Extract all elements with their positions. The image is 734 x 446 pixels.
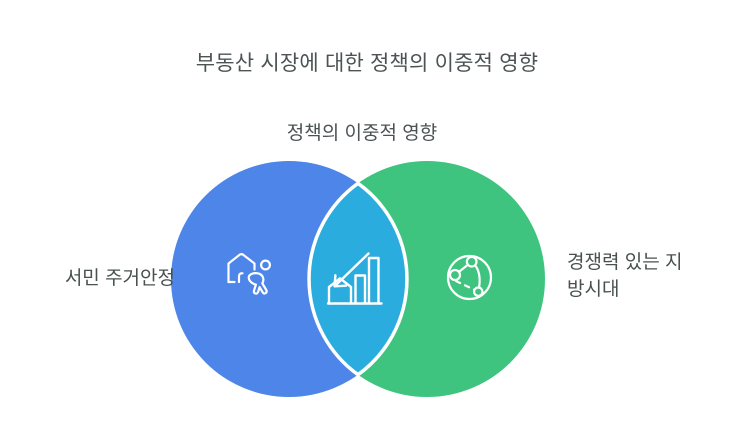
- network-node-top: [465, 255, 478, 268]
- person-body: [247, 272, 268, 295]
- left-set-label: 서민 주거안정: [64, 268, 175, 289]
- decline-arrow-shaft: [333, 252, 370, 288]
- globe-network-icon: [446, 254, 493, 301]
- decline-arrow-head: [333, 274, 348, 288]
- diagram-subtitle: 정책의 이중적 영향: [286, 123, 438, 144]
- house-outline: [227, 253, 256, 284]
- house-door-curve: [237, 272, 244, 284]
- chart-house: [327, 277, 353, 305]
- declining-housing-chart-icon: [326, 252, 383, 305]
- person-head: [259, 259, 271, 271]
- chart-bar-medium: [354, 274, 367, 305]
- network-node-bottom: [472, 286, 484, 297]
- right-set-label-line-2: 방시대: [567, 279, 620, 300]
- network-node-left: [448, 268, 462, 282]
- right-set-label: 경쟁력 있는 지 방시대: [567, 249, 733, 303]
- overlap-lens: [307, 181, 409, 377]
- right-set-label-line-1: 경쟁력 있는 지: [567, 252, 683, 273]
- page-title: 부동산 시장에 대한 정책의 이중적 영향: [195, 52, 539, 75]
- home-person-icon: [227, 253, 271, 295]
- globe-outline: [446, 254, 493, 301]
- chart-bar-tall: [367, 256, 380, 305]
